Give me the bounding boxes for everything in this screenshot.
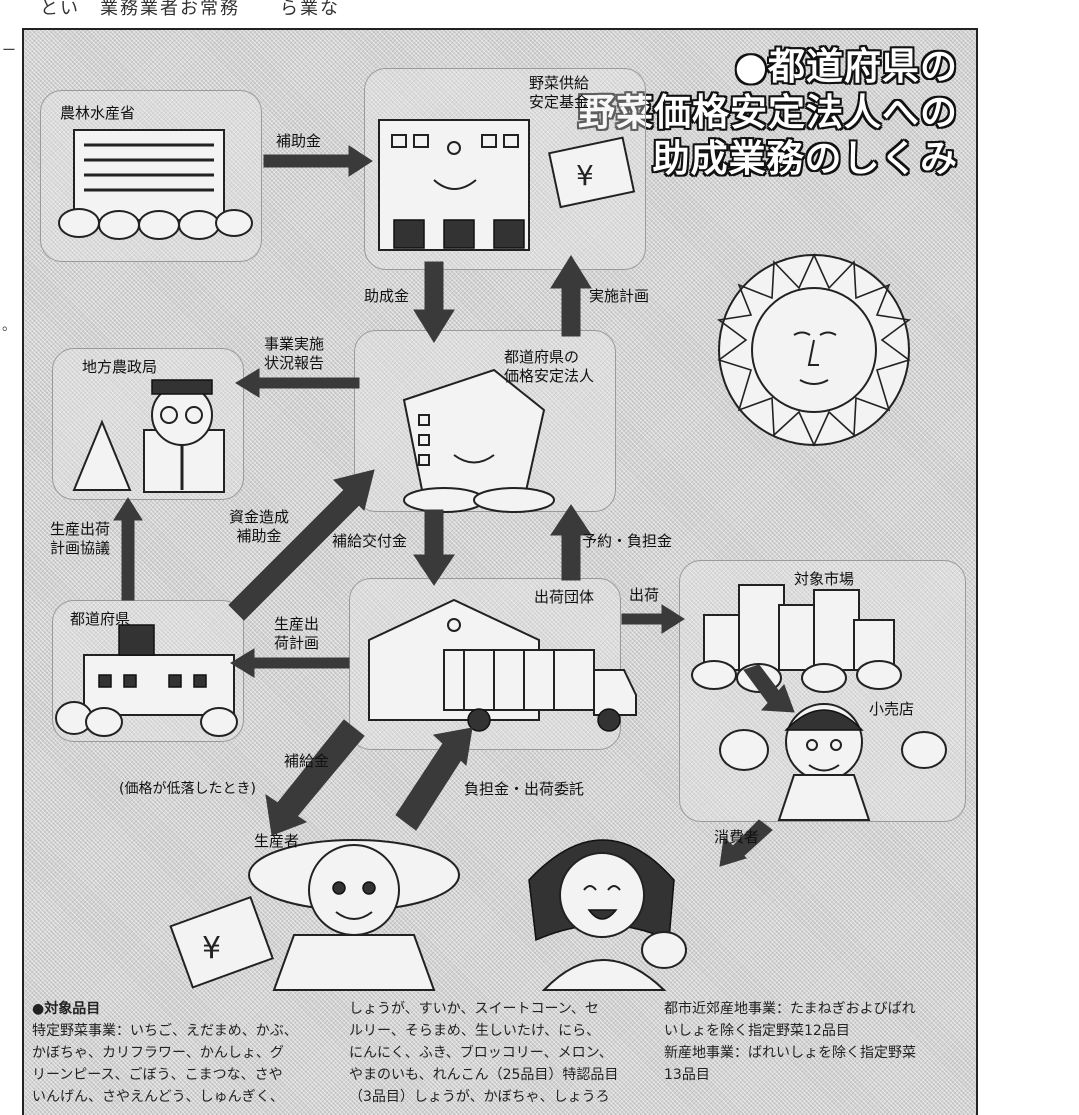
supplement-grant-label: 補給交付金 — [332, 532, 408, 550]
prefecture-label: 都道府県 — [70, 610, 131, 628]
title-line-2: 野菜価格安定法人への — [578, 91, 958, 134]
title-line-1: ●都道府県の — [734, 45, 958, 88]
grant-label: 助成金 — [364, 287, 410, 305]
diagram-panel: ●都道府県の 野菜価格安定法人への 助成業務のしくみ — [22, 28, 978, 1115]
notes-column-3: 都市近郊産地事業：たまねぎおよびばれ いしょを除く指定野菜12品目 新産地事業：… — [664, 998, 964, 1086]
consumer-label: 消費者 — [714, 828, 760, 846]
notes-line: リーンピース、ごぼう、こまつな、さや — [32, 1067, 283, 1083]
consumer-icon — [528, 839, 687, 991]
compensation-label: 補給金 — [284, 752, 330, 770]
notes-line: しょうが、すいか、スイートコーン、セ — [349, 1001, 599, 1017]
notes-column-1: ●対象品目 特定野菜事業：いちご、えだまめ、かぶ、 かぼちゃ、カリフラワー、かん… — [32, 998, 332, 1108]
implementation-plan-label: 実施計画 — [589, 287, 650, 305]
notes-line: 13品目 — [664, 1067, 710, 1083]
notes-line: 都市近郊産地事業：たまねぎおよびばれ — [664, 1001, 916, 1017]
notes-heading: ●対象品目 — [32, 1001, 101, 1017]
reserve-burden-label: 予約・負担金 — [582, 532, 673, 550]
prefectural-corp-label: 都道府県の 価格安定法人 — [504, 348, 595, 385]
regional-bureau-label: 地方農政局 — [82, 358, 158, 376]
target-market-label: 対象市場 — [794, 570, 855, 588]
subsidy-label: 補助金 — [276, 132, 322, 150]
shipping-group-label: 出荷団体 — [534, 588, 595, 606]
production-plan-label: 生産出 荷計画 — [274, 615, 320, 652]
market-retail-node — [679, 560, 966, 822]
notes-line: 特定野菜事業：いちご、えだまめ、かぶ、 — [32, 1023, 298, 1039]
producer-icon: ¥ — [169, 839, 460, 991]
notes-line: かぼちゃ、カリフラワー、かんしょ、グ — [32, 1045, 284, 1061]
retailer-label: 小売店 — [869, 700, 915, 718]
capital-subsidy-label: 資金造成 補助金 — [229, 508, 290, 545]
fund-node — [364, 68, 646, 270]
fund-label: 野菜供給 安定基金 — [529, 74, 590, 111]
top-cut-text: とい 業務業者お常務 ら業な — [40, 0, 340, 19]
notes-line: ルリー、そらまめ、生しいたけ、にら、 — [349, 1023, 601, 1039]
notes-line: やまのいも、れんこん（25品目）特認品目 — [349, 1067, 619, 1083]
production-consultation-label: 生産出荷 計画協議 — [50, 520, 111, 557]
shipment-label: 出荷 — [629, 586, 660, 604]
price-drop-note: (価格が低落したとき) — [119, 781, 256, 797]
producer-label: 生産者 — [254, 832, 300, 850]
notes-line: 新産地事業：ばれいしょを除く指定野菜 — [664, 1045, 916, 1061]
notes-line: （3品目）しょうが、かぼちゃ、しょうろ — [349, 1089, 610, 1105]
notes-column-2: しょうが、すいか、スイートコーン、セ ルリー、そらまめ、生しいたけ、にら、 にん… — [349, 998, 649, 1108]
title-line-3: 助成業務のしくみ — [652, 137, 958, 180]
notes-line: いんげん、さやえんどう、しゅんぎく、 — [32, 1089, 284, 1105]
sun-icon — [716, 253, 912, 447]
notes-line: いしょを除く指定野菜12品目 — [664, 1023, 850, 1039]
notes-section: ●対象品目 特定野菜事業：いちご、えだまめ、かぶ、 かぼちゃ、カリフラワー、かん… — [24, 990, 976, 1115]
margin-mark: ー — [2, 43, 16, 59]
svg-text:¥: ¥ — [202, 931, 221, 966]
ministry-label: 農林水産省 — [60, 104, 136, 122]
status-report-label: 事業実施 状況報告 — [264, 335, 325, 372]
margin-mark: 。 — [2, 318, 16, 334]
burden-consign-label: 負担金・出荷委託 — [464, 780, 585, 798]
notes-line: にんにく、ふき、ブロッコリー、メロン、 — [349, 1045, 613, 1061]
